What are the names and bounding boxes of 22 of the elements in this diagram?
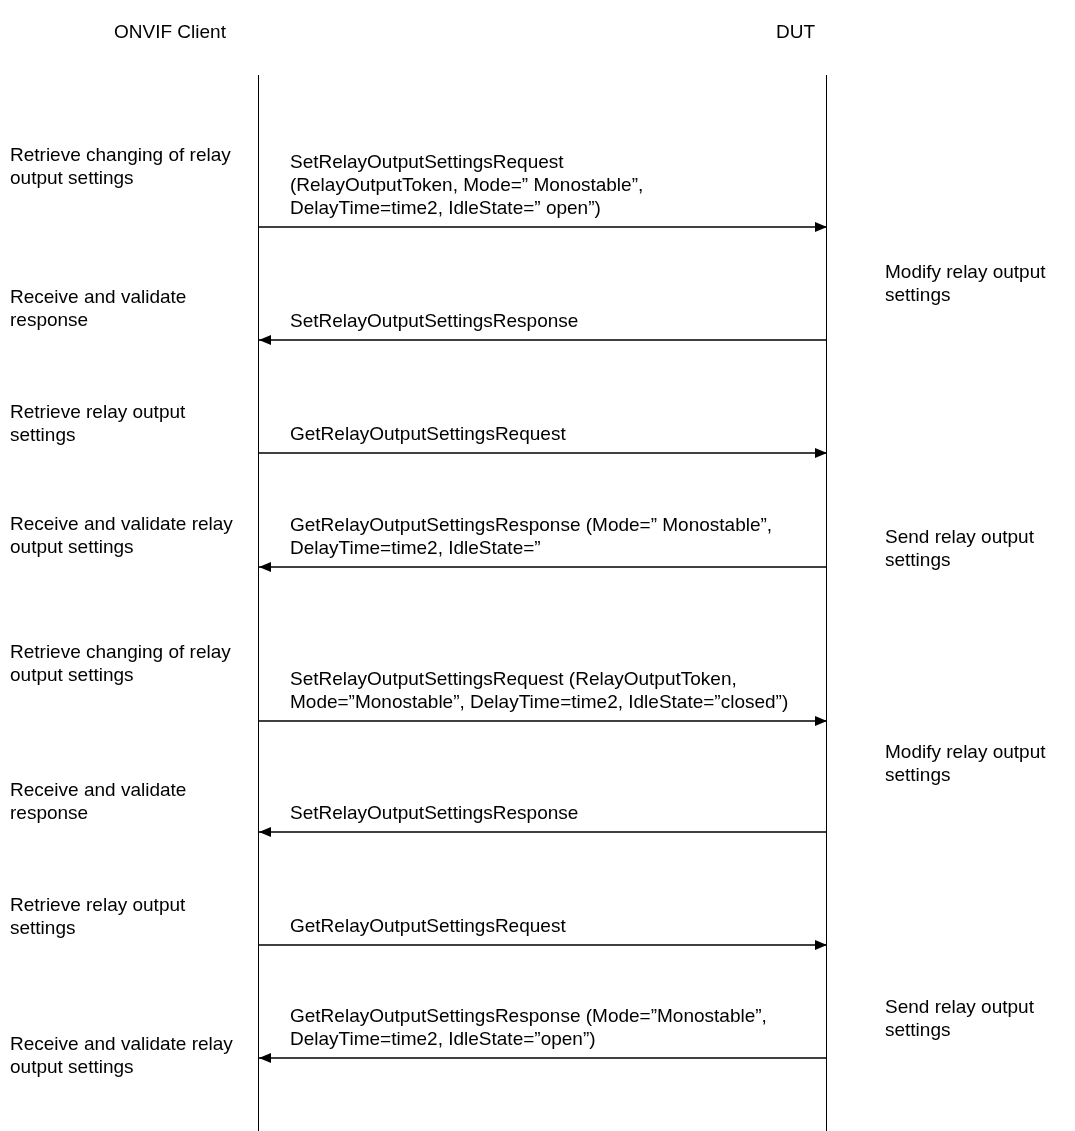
step-note: Receive and validate relay output settings [10, 512, 234, 558]
step-note: Send relay output settings [885, 995, 1035, 1041]
lifeline-header: DUT [776, 20, 816, 43]
step-note: Retrieve relay output settings [10, 400, 187, 446]
step-note: Receive and validate relay output settings [10, 1032, 234, 1078]
step-note: Receive and validate response [10, 778, 188, 824]
message-arrow [258, 335, 828, 345]
message-arrow [258, 222, 828, 232]
step-note: Modify relay output settings [885, 260, 1047, 306]
step-note: Modify relay output settings [885, 740, 1047, 786]
step-note: Retrieve changing of relay output settings [10, 143, 232, 189]
message-arrow [258, 827, 828, 837]
step-note: Send relay output settings [885, 525, 1035, 571]
message-arrow [258, 940, 828, 950]
message-arrow [258, 448, 828, 458]
step-note: Retrieve changing of relay output settings [10, 640, 232, 686]
step-note: Receive and validate response [10, 285, 188, 331]
step-note: Retrieve relay output settings [10, 893, 187, 939]
lifeline-header: ONVIF Client [114, 20, 226, 43]
message-arrow [258, 716, 828, 726]
message-arrow [258, 562, 828, 572]
message-arrow [258, 1053, 828, 1063]
